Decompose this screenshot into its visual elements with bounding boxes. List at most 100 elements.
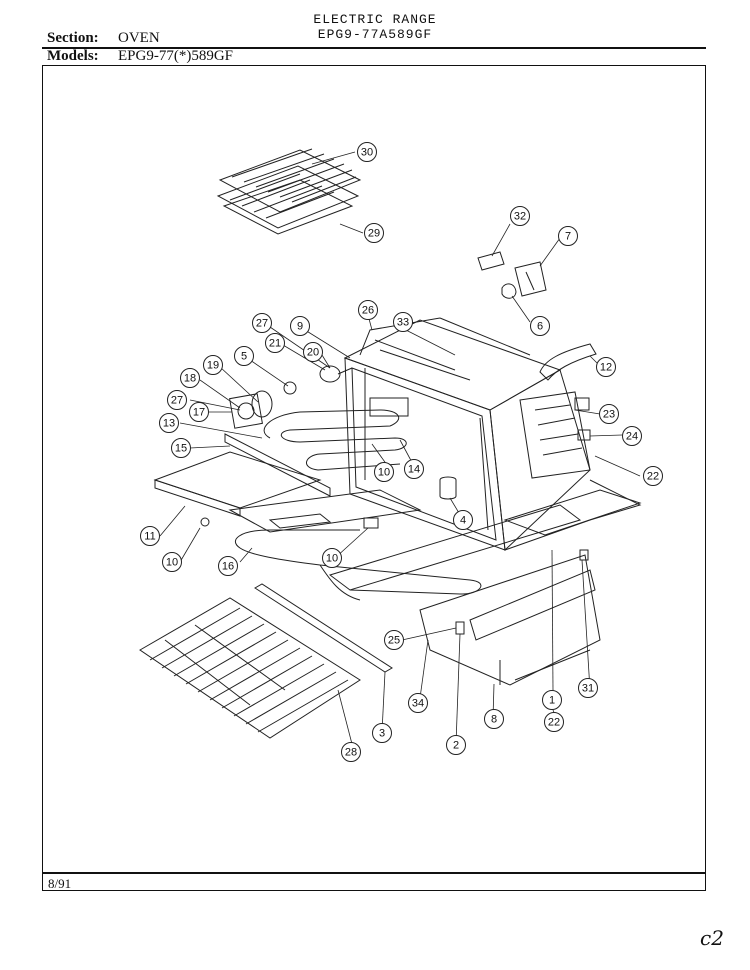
callout-number: 18: [184, 373, 196, 385]
callout-number: 31: [582, 683, 594, 695]
callout-16: 16: [218, 556, 238, 576]
callout-number: 2: [453, 740, 459, 752]
section-value: OVEN: [118, 30, 160, 46]
callout-number: 10: [166, 557, 178, 569]
callout-21: 21: [265, 333, 285, 353]
callout-13: 13: [159, 413, 179, 433]
callout-number: 20: [307, 347, 319, 359]
callout-10: 10: [162, 552, 182, 572]
callout-33: 33: [393, 312, 413, 332]
callout-number: 26: [362, 305, 374, 317]
callout-number: 25: [388, 635, 400, 647]
model-number: EPG9-77A589GF: [317, 27, 433, 42]
callout-number: 34: [412, 698, 424, 710]
callout-9: 9: [290, 316, 310, 336]
section-label: Section:: [47, 30, 99, 46]
callout-4: 4: [453, 510, 473, 530]
broiler-pan: [216, 148, 362, 235]
heating-elements: [234, 397, 482, 601]
oven-rack: [139, 583, 393, 739]
callout-number: 8: [491, 714, 497, 726]
callout-18: 18: [180, 368, 200, 388]
callout-number: 15: [175, 443, 187, 455]
header-rule: [42, 47, 706, 49]
callout-7: 7: [558, 226, 578, 246]
callout-31: 31: [578, 678, 598, 698]
callout-10: 10: [374, 462, 394, 482]
callout-5: 5: [234, 346, 254, 366]
leader-lines: [159, 151, 641, 745]
callout-20: 20: [303, 342, 323, 362]
switch-assembly: [519, 391, 591, 479]
light-assembly: [229, 381, 297, 429]
callout-number: 24: [626, 431, 638, 443]
broiler-drawer: [153, 433, 422, 533]
callout-number: 3: [379, 728, 385, 740]
callout-number: 16: [222, 561, 234, 573]
callout-1: 1: [542, 690, 562, 710]
callout-number: 32: [514, 211, 526, 223]
diagram-title: ELECTRIC RANGE: [313, 12, 437, 27]
callout-number: 13: [163, 418, 175, 430]
callout-27: 27: [252, 313, 272, 333]
callout-14: 14: [404, 459, 424, 479]
callout-number: 23: [603, 409, 615, 421]
callout-number: 14: [408, 464, 420, 476]
callout-number: 10: [326, 553, 338, 565]
callout-34: 34: [408, 693, 428, 713]
callout-number: 11: [144, 531, 155, 543]
callout-27: 27: [167, 390, 187, 410]
callout-26: 26: [358, 300, 378, 320]
callout-15: 15: [171, 438, 191, 458]
footer-rule: [42, 872, 706, 874]
callout-number: 28: [345, 747, 357, 759]
callout-number: 33: [397, 317, 409, 329]
callout-3: 3: [372, 723, 392, 743]
callout-23: 23: [599, 404, 619, 424]
callout-10: 10: [322, 548, 342, 568]
callout-number: 4: [460, 515, 466, 527]
callout-number: 27: [171, 395, 183, 407]
callout-number: 1: [549, 695, 555, 707]
callout-29: 29: [364, 223, 384, 243]
callout-30: 30: [357, 142, 377, 162]
callout-8: 8: [484, 709, 504, 729]
callout-number: 21: [269, 338, 281, 350]
callout-19: 19: [203, 355, 223, 375]
callout-12: 12: [596, 357, 616, 377]
diagram-frame: [42, 65, 706, 891]
callout-number: 6: [537, 321, 543, 333]
callout-22: 22: [544, 712, 564, 732]
callout-6: 6: [530, 316, 550, 336]
callout-number: 29: [368, 228, 380, 240]
callout-11: 11: [140, 526, 160, 546]
callout-17: 17: [189, 402, 209, 422]
callout-number: 17: [193, 407, 205, 419]
models-value: EPG9-77(*)589GF: [118, 48, 233, 64]
lower-panel: [328, 504, 601, 686]
upper-brackets: [477, 251, 547, 299]
callout-number: 19: [207, 360, 219, 372]
callout-number: 9: [297, 321, 303, 333]
callout-number: 22: [548, 717, 560, 729]
revision-date: 8/91: [48, 876, 72, 891]
callout-number: 12: [600, 362, 612, 374]
callout-number: 27: [256, 318, 268, 330]
callout-25: 25: [384, 630, 404, 650]
models-label: Models:: [47, 48, 99, 64]
callout-22: 22: [643, 466, 663, 486]
callout-number: 5: [241, 351, 247, 363]
sensor: [319, 365, 353, 383]
oven-cavity: [343, 317, 642, 552]
callout-28: 28: [341, 742, 361, 762]
callout-32: 32: [510, 206, 530, 226]
callout-number: 22: [647, 471, 659, 483]
handwritten-signature: c2: [700, 926, 724, 950]
callout-number: 30: [361, 147, 373, 159]
callout-number: 7: [565, 231, 571, 243]
callout-number: 10: [378, 467, 390, 479]
callout-24: 24: [622, 426, 642, 446]
vent-duct: [539, 343, 597, 381]
